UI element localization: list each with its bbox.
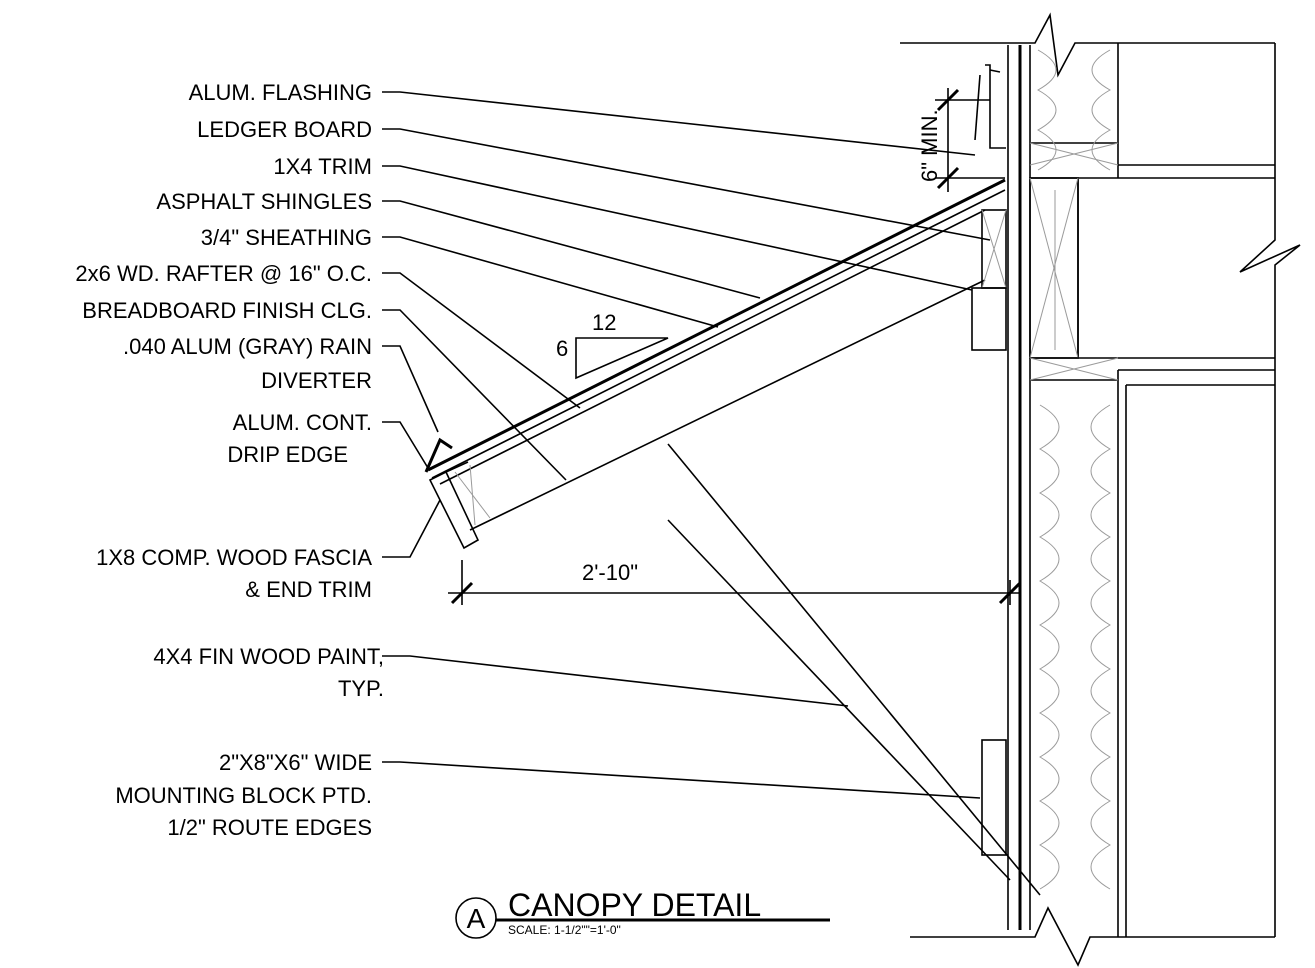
detail-title: A CANOPY DETAIL SCALE: 1-1/2""=1'-0" <box>455 887 830 939</box>
slope-run: 12 <box>592 310 616 335</box>
callout-ledger: LEDGER BOARD <box>197 117 372 142</box>
min-height-dimension: 6" MIN. <box>917 88 1005 192</box>
callout-breadboard: BREADBOARD FINISH CLG. <box>82 298 372 323</box>
min-height-text: 6" MIN. <box>917 109 942 182</box>
overhang-dimension-text: 2'-10" <box>582 560 638 585</box>
callout-block-line3: 1/2" ROUTE EDGES <box>167 815 372 840</box>
detail-title-text: CANOPY DETAIL <box>508 887 761 923</box>
callout-drip-line1: ALUM. CONT. <box>233 410 372 435</box>
callout-fascia-line1: 1X8 COMP. WOOD FASCIA <box>96 545 372 570</box>
wall-section <box>900 12 1301 967</box>
callout-diverter-line2: DIVERTER <box>261 368 372 393</box>
callout-shingles: ASPHALT SHINGLES <box>156 189 372 214</box>
callout-block-line2: MOUNTING BLOCK PTD. <box>115 783 372 808</box>
callout-flashing: ALUM. FLASHING <box>189 80 372 105</box>
overhang-dimension: 2'-10" <box>448 560 1022 605</box>
callout-fascia-line2: & END TRIM <box>245 577 372 602</box>
detail-scale-text: SCALE: 1-1/2""=1'-0" <box>508 923 621 937</box>
callout-rafter: 2x6 WD. RAFTER @ 16" O.C. <box>75 261 372 286</box>
callout-labels: ALUM. FLASHING LEDGER BOARD 1X4 TRIM ASP… <box>75 80 384 840</box>
insulation-upper <box>1036 49 1112 171</box>
callout-block-line1: 2"X8"X6" WIDE <box>219 750 372 775</box>
callout-drip-line2: DRIP EDGE <box>227 442 348 467</box>
callout-post-line2: TYP. <box>338 676 384 701</box>
callout-diverter-line1: .040 ALUM (GRAY) RAIN <box>123 334 372 359</box>
canopy-assembly <box>424 64 1007 550</box>
callout-sheathing: 3/4" SHEATHING <box>201 225 372 250</box>
post-4x4 <box>667 443 1041 896</box>
callout-post-line1: 4X4 FIN WOOD PAINT, <box>153 644 384 669</box>
detail-marker: A <box>467 903 486 934</box>
slope-rise: 6 <box>556 336 568 361</box>
insulation-lower <box>1039 404 1111 890</box>
slope-indicator: 12 6 <box>556 310 669 380</box>
leader-lines <box>382 91 991 799</box>
callout-trim: 1X4 TRIM <box>273 154 372 179</box>
